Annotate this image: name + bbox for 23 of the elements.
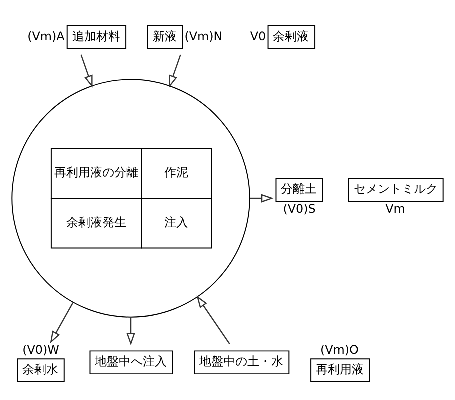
arrow — [80, 54, 93, 88]
arrow — [169, 54, 182, 88]
arrow — [126, 316, 136, 346]
arrow — [50, 302, 74, 344]
node-box: セメントミルク — [348, 178, 444, 202]
node-label: (V0)W — [22, 342, 60, 356]
node-label: Vm — [386, 202, 406, 216]
node-box: 分離土 — [276, 178, 324, 202]
node-label: V0 — [250, 28, 266, 43]
node-box: 地盤中へ注入 — [90, 350, 174, 374]
node-circle: 再利用液の分離 作泥 余剰液発生 注入 — [12, 78, 250, 318]
node-label: (Vm)N — [184, 28, 223, 43]
node-box: 余剰水 — [17, 358, 65, 382]
node-box: 新液 — [147, 24, 184, 49]
node-label: (Vm)A — [28, 28, 65, 43]
node-label: (Vm)O — [320, 342, 359, 356]
node-box: 地盤中の土・水 — [194, 350, 290, 374]
node-box: 再利用液 — [310, 358, 370, 382]
arrow — [250, 194, 274, 202]
node-label: (V0)S — [283, 202, 316, 216]
node-box: 余剰液 — [268, 24, 316, 49]
node-box: 追加材料 — [66, 24, 127, 49]
arrow — [196, 295, 230, 344]
